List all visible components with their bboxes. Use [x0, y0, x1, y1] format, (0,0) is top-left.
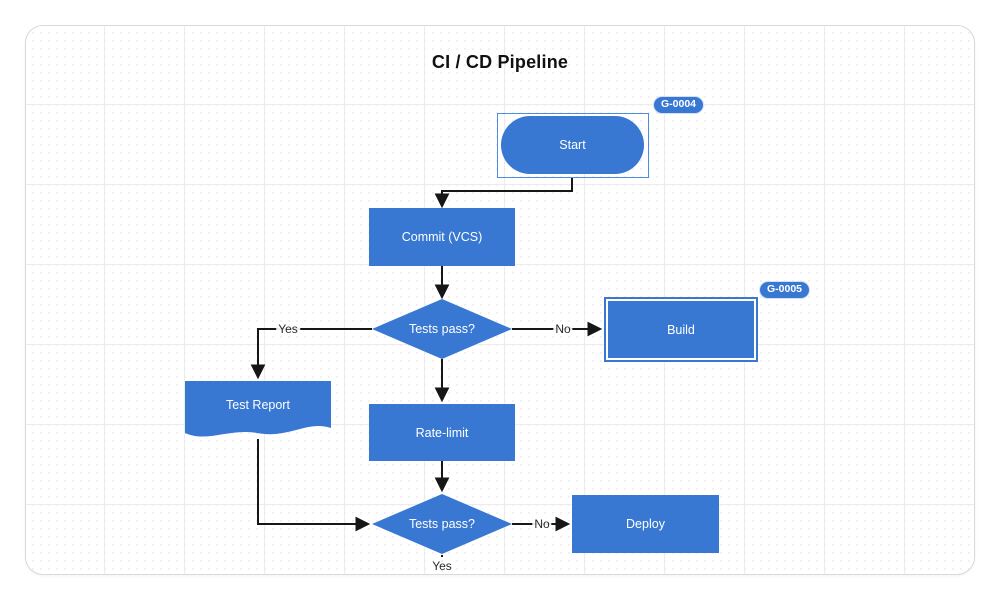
node-deploy[interactable]: Deploy [572, 495, 719, 553]
edge-start-commit[interactable] [434, 177, 573, 209]
document-shape-icon [185, 381, 331, 437]
node-test-report-label: Test Report [226, 398, 290, 412]
edge-label-decision1-yes[interactable]: Yes [276, 322, 300, 336]
node-rate-limit-label: Rate-limit [415, 425, 469, 440]
edge-label-decision1-no[interactable]: No [553, 322, 573, 336]
diagram-title[interactable]: CI / CD Pipeline [431, 52, 569, 72]
node-build[interactable]: Build [604, 297, 758, 362]
node-test-report[interactable]: Test Report [185, 381, 331, 443]
edge-decision1-test-report[interactable] [250, 328, 372, 380]
badge-g-0005: G-0005 [759, 281, 811, 299]
node-deploy-label: Deploy [626, 517, 665, 531]
start-selection-outline [497, 113, 649, 178]
diagram-canvas[interactable]: CI / CD Pipeline Start G-0004 Commit (VC… [25, 25, 975, 575]
edge-label-decision2-no[interactable]: No [532, 517, 552, 531]
node-tests-pass-1[interactable]: Tests pass? [372, 299, 512, 359]
edge-label-decision2-yes[interactable]: Yes [430, 559, 454, 573]
node-start-label: Start [559, 138, 586, 152]
edge-test-report-decision2[interactable] [257, 439, 371, 532]
node-start[interactable]: Start [501, 116, 644, 174]
node-commit-label: Commit (VCS) [401, 230, 483, 244]
node-tests-pass-1-label: Tests pass? [408, 322, 475, 336]
node-commit-vcs[interactable]: Commit (VCS) [369, 208, 515, 266]
node-tests-pass-2-label: Tests pass? [408, 517, 475, 531]
edge-layer [250, 177, 603, 574]
node-rate-limit[interactable]: Rate-limit [369, 404, 515, 461]
node-build-label: Build [667, 322, 695, 337]
node-tests-pass-2[interactable]: Tests pass? [372, 494, 512, 554]
badge-g-0004: G-0004 [653, 96, 705, 114]
